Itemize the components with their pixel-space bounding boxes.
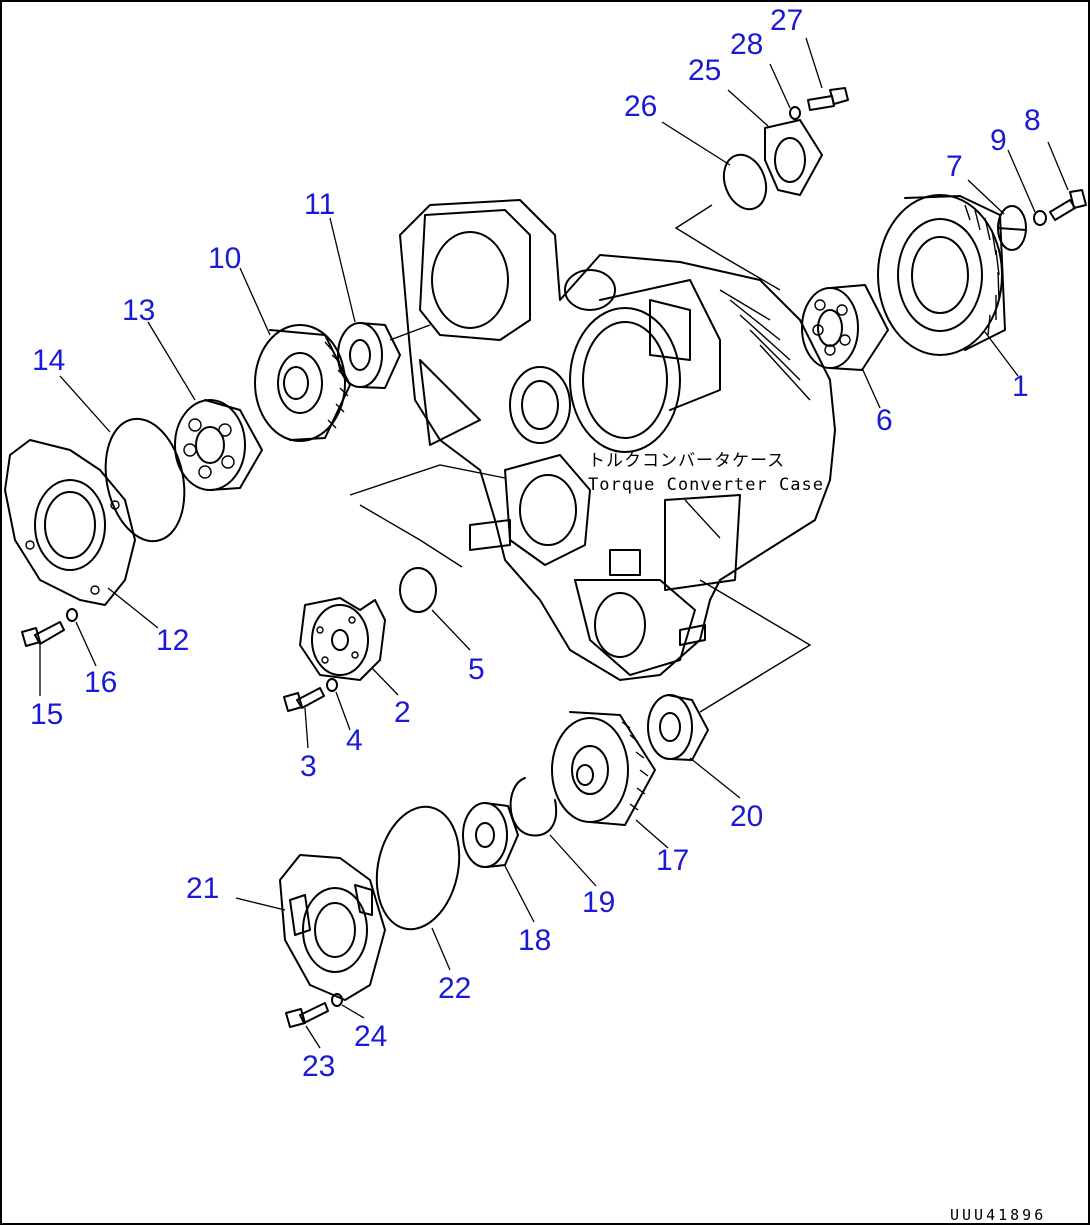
part-12-cover (4, 439, 136, 606)
part-28-washer (789, 106, 801, 120)
callout-26: 26 (624, 90, 657, 123)
part-19-snap-ring (509, 777, 558, 837)
part-17-gear (551, 711, 656, 826)
callout-10: 10 (208, 242, 241, 275)
callout-4: 4 (346, 724, 363, 757)
case-label-japanese: トルクコンバータケース (588, 451, 785, 471)
callout-1: 1 (1012, 370, 1029, 403)
part-13-bearing (174, 399, 263, 491)
callout-23: 23 (302, 1050, 335, 1083)
part-23-bolt (285, 1002, 329, 1028)
part-9-washer (1033, 210, 1047, 226)
callout-25: 25 (688, 54, 721, 87)
callout-16: 16 (84, 666, 117, 699)
callout-15: 15 (30, 698, 63, 731)
part-14-o-ring (104, 417, 186, 543)
callout-20: 20 (730, 800, 763, 833)
part-10-gear (254, 324, 351, 442)
part-27-bolt (807, 87, 849, 111)
part-20-bearing (647, 694, 709, 761)
assembly-guide-lines (349, 204, 812, 713)
part-26-o-ring (722, 153, 768, 211)
callout-19: 19 (582, 886, 615, 919)
callout-21: 21 (186, 872, 219, 905)
part-18-bearing (462, 802, 519, 868)
callout-9: 9 (990, 124, 1007, 157)
part-5-o-ring (399, 567, 437, 613)
callout-28: 28 (730, 28, 763, 61)
callout-17: 17 (656, 844, 689, 877)
callout-5: 5 (468, 653, 485, 686)
callout-6: 6 (876, 404, 893, 437)
part-25-cover (764, 119, 823, 196)
callout-13: 13 (122, 294, 155, 327)
part-6-bearing (801, 284, 889, 371)
part-22-o-ring (375, 805, 461, 931)
part-8-bolt (1049, 189, 1087, 221)
callout-27: 27 (770, 4, 803, 37)
callout-11: 11 (304, 188, 335, 221)
part-15-bolt (21, 621, 65, 647)
callout-14: 14 (32, 344, 65, 377)
callout-24: 24 (354, 1020, 387, 1053)
part-24-washer (331, 993, 343, 1007)
part-7-plate (997, 205, 1027, 251)
case-label-english: Torque Converter Case (588, 475, 824, 495)
callout-3: 3 (300, 750, 317, 783)
part-2-flange (299, 597, 386, 681)
part-16-washer (66, 608, 78, 622)
part-1-gear (877, 194, 1006, 356)
callout-numbers: 1 2 3 4 5 6 7 8 9 10 11 12 13 14 15 16 1… (30, 4, 1041, 1083)
callout-2: 2 (394, 696, 411, 729)
callout-18: 18 (518, 924, 551, 957)
callout-8: 8 (1024, 104, 1041, 137)
torque-converter-case (399, 199, 836, 681)
part-3-bolt (283, 687, 325, 712)
part-11-bearing (337, 322, 401, 389)
part-4-washer (326, 678, 338, 692)
callout-7: 7 (946, 150, 963, 183)
drawing-number: UUU41896 (950, 1206, 1046, 1224)
leader-lines (39, 37, 1069, 1049)
part-21-cover (279, 854, 386, 1001)
callout-12: 12 (156, 624, 189, 657)
callout-22: 22 (438, 972, 471, 1005)
